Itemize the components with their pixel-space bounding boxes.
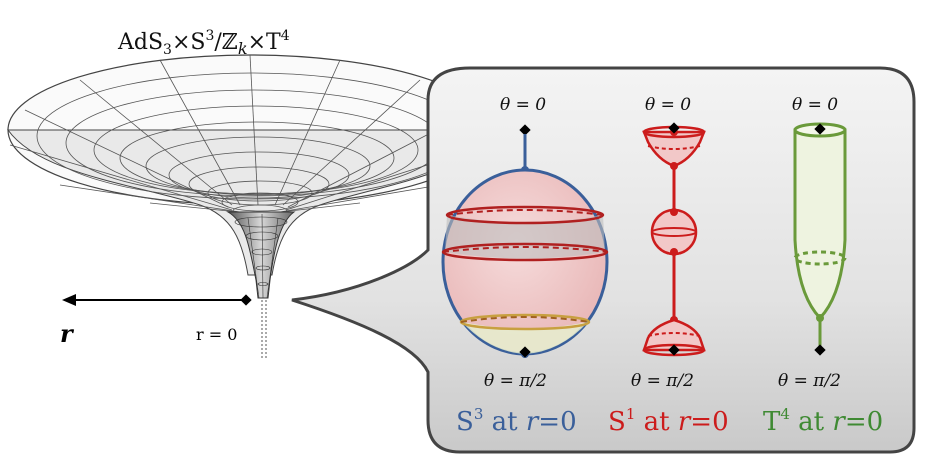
panel-s3: θ = 0 θ = π/2 S3 at r=0 — [441, 95, 609, 437]
r-axis: r r = 0 — [60, 294, 252, 348]
s1-middle-sphere — [650, 208, 698, 256]
ads-funnel — [7, 54, 493, 360]
r-axis-endpoint — [240, 294, 252, 306]
s1-caption: S1 at r=0 — [608, 405, 729, 437]
t4-theta-bottom: θ = π/2 — [778, 371, 841, 391]
s1-theta-top: θ = 0 — [645, 95, 691, 115]
r-axis-arrowhead — [62, 294, 76, 306]
t4-dashed-ring — [793, 250, 847, 266]
title-ads3-s3-zk-t4: AdS3×S3/ℤk×T4 — [117, 28, 290, 58]
t4-theta-top: θ = 0 — [792, 95, 838, 115]
t4-tube — [793, 128, 847, 321]
s3-theta-bottom: θ = π/2 — [484, 371, 547, 391]
r-zero-label: r = 0 — [196, 325, 237, 344]
r-axis-label: r — [60, 319, 75, 348]
panel-t4: θ = 0 θ = π/2 T4 at r=0 — [763, 95, 883, 437]
s3-theta-top: θ = 0 — [500, 95, 546, 115]
panel-s1: θ = 0 θ = π/2 S1 at r=0 — [608, 95, 729, 437]
s1-theta-bottom: θ = π/2 — [631, 371, 694, 391]
t4-caption: T4 at r=0 — [763, 405, 883, 437]
s3-caption: S3 at r=0 — [456, 405, 577, 437]
s3-bottom-node — [519, 346, 531, 358]
funnel-bowl — [7, 129, 493, 276]
